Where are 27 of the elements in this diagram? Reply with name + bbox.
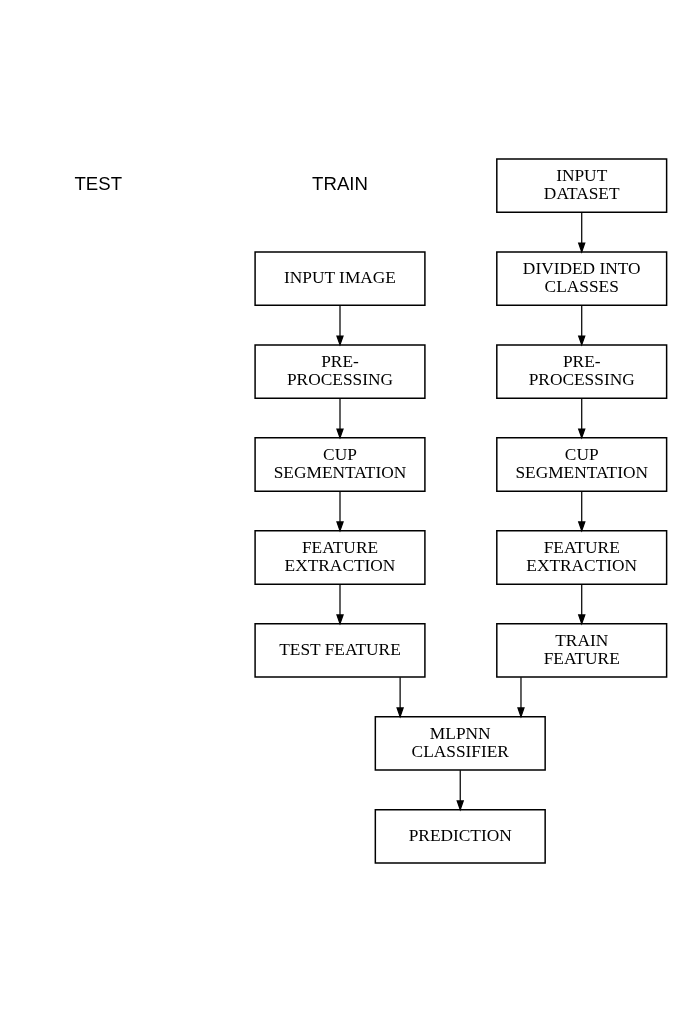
arrow bbox=[336, 304, 344, 347]
arrow bbox=[336, 397, 344, 440]
arrow bbox=[336, 583, 344, 626]
arrow bbox=[577, 490, 586, 533]
arrow bbox=[456, 769, 465, 812]
node-box: MLPNN CLASSIFIER bbox=[374, 716, 546, 771]
arrow bbox=[396, 676, 405, 719]
node-box: FEATURE EXTRACTION bbox=[496, 530, 668, 585]
node-box: PRE- PROCESSING bbox=[496, 344, 668, 399]
node-box: CUP SEGMENTATION bbox=[254, 437, 426, 492]
arrow bbox=[517, 676, 525, 719]
node-box: TRAIN FEATURE bbox=[496, 623, 668, 678]
node-box: PRE- PROCESSING bbox=[254, 344, 426, 399]
node-box: DIVIDED INTO CLASSES bbox=[496, 251, 668, 306]
arrow bbox=[577, 304, 586, 347]
node-box: INPUT IMAGE bbox=[254, 251, 426, 306]
arrow bbox=[577, 583, 586, 626]
node-box: INPUT DATASET bbox=[496, 158, 668, 213]
arrow bbox=[336, 490, 344, 533]
arrow bbox=[577, 211, 586, 254]
label: TEST bbox=[74, 172, 123, 194]
node-box: FEATURE EXTRACTION bbox=[254, 530, 426, 585]
node-box: TEST FEATURE bbox=[254, 623, 426, 678]
label: TRAIN bbox=[312, 172, 368, 194]
arrow bbox=[577, 397, 586, 440]
node-box: CUP SEGMENTATION bbox=[496, 437, 668, 492]
node-box: PREDICTION bbox=[374, 809, 546, 864]
